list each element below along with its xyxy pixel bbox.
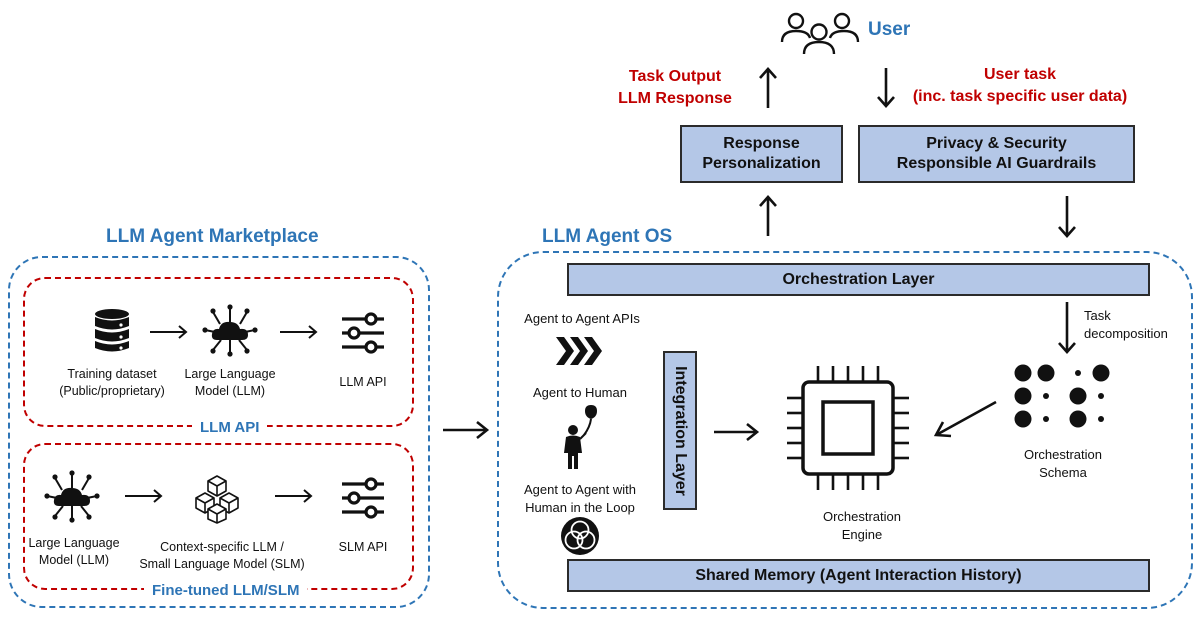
- llm-api-item-2-label: LLM API: [339, 375, 387, 389]
- arrow-right-icon: [275, 489, 313, 503]
- os-container: [497, 251, 1193, 609]
- finetuned-item-0-label: Large Language Model (LLM): [20, 535, 128, 569]
- llm-api-item-0-line1: Training dataset: [67, 367, 157, 381]
- venn-circles-icon: [561, 517, 599, 555]
- finetuned-item-0-line1: Large Language: [28, 536, 120, 550]
- integration-layer-label: Integration Layer: [672, 365, 689, 496]
- agent-hitl-label: Agent to Agent with Human in the Loop: [506, 481, 654, 516]
- response-personalization-line2: Personalization: [702, 155, 821, 172]
- cloud-network-icon: [44, 470, 100, 523]
- person-balloon-icon: [564, 405, 597, 469]
- finetuned-item-1-line1: Context-specific LLM /: [160, 540, 284, 554]
- os-title: LLM Agent OS: [542, 226, 673, 247]
- engine-line2: Engine: [841, 526, 883, 542]
- arrow-right-icon: [125, 489, 163, 503]
- llm-api-item-0-label: Training dataset (Public/proprietary): [44, 366, 180, 400]
- schema-line1: Orchestration: [1023, 447, 1103, 462]
- llm-api-item-1-label: Large Language Model (LLM): [170, 366, 290, 400]
- arrow-right-icon: [280, 325, 318, 339]
- arrow-up-to-personalization: [759, 195, 777, 236]
- shared-memory-box: Shared Memory (Agent Interaction History…: [567, 559, 1150, 592]
- marketplace-title: LLM Agent Marketplace: [106, 226, 319, 247]
- engine-label: Orchestration Engine: [800, 508, 924, 543]
- arrow-down-to-orchestration: [1058, 196, 1076, 238]
- privacy-line2: Responsible AI Guardrails: [896, 155, 1097, 172]
- llm-api-item-1-line2: Model (LLM): [194, 383, 266, 398]
- agent-hitl-line1: Agent to Agent with: [523, 482, 637, 497]
- arrow-task-decomposition: [1058, 302, 1076, 354]
- arrow-up-to-user: [759, 67, 777, 108]
- schema-line2: Schema: [1039, 464, 1087, 480]
- privacy-line1: Privacy & Security: [926, 135, 1067, 152]
- arrow-to-engine: [714, 422, 760, 442]
- integration-layer-box: Integration Layer: [663, 351, 697, 510]
- orchestration-layer-box: Orchestration Layer: [567, 263, 1150, 296]
- agent-to-agent-apis-label: Agent to Agent APIs: [524, 311, 640, 326]
- chip-icon: [787, 366, 909, 490]
- agent-to-human-label: Agent to Human: [533, 385, 627, 400]
- finetuned-item-2-label: SLM API: [338, 540, 388, 554]
- response-personalization-line1: Response: [723, 135, 800, 152]
- cloud-network-icon: [202, 304, 258, 357]
- sliders-icon: [342, 477, 384, 519]
- user-task-line1: User task: [983, 66, 1057, 83]
- chevrons-right-icon: [556, 337, 602, 365]
- privacy-security-box: Privacy & Security Responsible AI Guardr…: [858, 125, 1135, 183]
- arrow-schema-to-engine: [933, 400, 997, 438]
- task-output-line2: LLM Response: [618, 90, 732, 108]
- engine-line1: Orchestration: [822, 509, 902, 524]
- llm-api-section-label: LLM API: [192, 419, 268, 436]
- user-label: User: [868, 19, 911, 40]
- finetuned-section-label: Fine-tuned LLM/SLM: [144, 582, 308, 599]
- cubes-icon: [195, 475, 239, 524]
- llm-api-item-0-line2: (Public/proprietary): [59, 383, 165, 398]
- user-task-label: User task (inc. task specific user data): [895, 64, 1145, 109]
- arrow-right-icon: [150, 325, 188, 339]
- task-output-label: Task Output LLM Response: [600, 66, 750, 111]
- agent-hitl-line2: Human in the Loop: [525, 499, 635, 515]
- users-icon: [780, 12, 860, 55]
- task-decomposition-line2: decomposition: [1084, 325, 1168, 341]
- finetuned-item-0-line2: Model (LLM): [38, 552, 110, 567]
- task-output-line1: Task Output: [628, 68, 722, 85]
- arrow-down-from-user: [877, 68, 895, 108]
- marketplace-container: [8, 256, 430, 608]
- task-decomposition-line1: Task: [1084, 308, 1111, 323]
- schema-dots-icon: [1014, 364, 1110, 428]
- finetuned-item-1-line2: Small Language Model (SLM): [139, 556, 305, 571]
- schema-label: Orchestration Schema: [1004, 446, 1122, 481]
- arrow-marketplace-to-os: [443, 420, 490, 440]
- user-task-line2: (inc. task specific user data): [912, 88, 1128, 106]
- database-icon: [95, 309, 129, 352]
- finetuned-item-1-label: Context-specific LLM / Small Language Mo…: [133, 539, 311, 573]
- llm-api-item-1-line1: Large Language: [184, 367, 276, 381]
- response-personalization-box: Response Personalization: [680, 125, 843, 183]
- sliders-icon: [342, 312, 384, 354]
- task-decomposition-label: Task decomposition: [1084, 307, 1168, 342]
